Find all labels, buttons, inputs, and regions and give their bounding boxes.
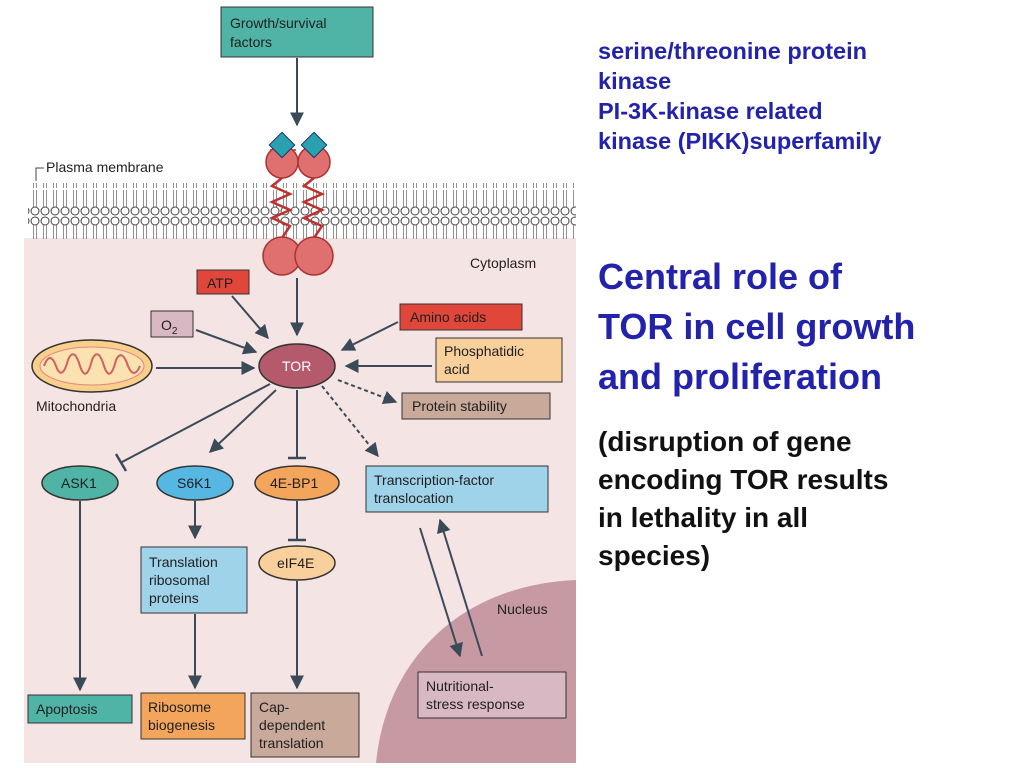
o2-box	[150, 310, 194, 338]
s6k1-node	[156, 465, 234, 501]
arrow-tor-to-protein-stability	[337, 379, 398, 405]
plasma-membrane-label: Plasma membrane	[46, 159, 164, 175]
ask1-node	[41, 465, 119, 501]
nutritional-stress-box	[417, 671, 567, 719]
ribosome-line1: Ribosome	[148, 699, 211, 715]
title-line-3: and proliferation	[598, 356, 883, 397]
tf-translocation-box	[365, 465, 549, 513]
translation-line3: proteins	[149, 590, 199, 606]
cap-dependent-box	[250, 692, 360, 758]
o2-label: O2	[161, 317, 178, 337]
arrow-atp-to-tor	[231, 295, 269, 340]
kinase-line-4: kinase (PIKK)superfamily	[598, 128, 882, 154]
arrow-tf-to-nucleus	[419, 527, 463, 658]
arrow-tor-to-s6k1	[208, 389, 277, 453]
inhibit-tor-to-ask1	[121, 383, 271, 463]
amino-acids-box	[399, 303, 523, 331]
atp-label: ATP	[207, 275, 233, 291]
translation-ribosomal-box	[140, 546, 248, 614]
tf-translocation-line2: translocation	[374, 490, 453, 506]
atp-box	[196, 269, 250, 295]
ask1-label: ASK1	[61, 475, 97, 491]
note-line-3: in lethality in all	[598, 502, 809, 533]
phosphatidic-line1: Phosphatidic	[444, 343, 524, 359]
nutritional-line2: stress response	[426, 696, 525, 712]
mitochondria-icon	[31, 339, 153, 393]
nucleus-label: Nucleus	[497, 601, 548, 617]
tor-label: TOR	[282, 358, 311, 374]
arrow-tor-to-tf	[321, 385, 379, 458]
membrane-bracket	[35, 167, 44, 181]
arrow-nucleus-to-tf	[437, 518, 483, 657]
phosphatidic-line2: acid	[444, 361, 470, 377]
tor-node	[258, 343, 336, 389]
growth-factors-line2: factors	[230, 34, 272, 50]
4ebp1-node	[254, 465, 340, 501]
mitochondria-label: Mitochondria	[36, 398, 116, 414]
arrow-o2-to-tor	[195, 329, 258, 355]
nutritional-line1: Nutritional-	[426, 678, 494, 694]
cap-line2: dependent	[259, 717, 325, 733]
tf-translocation-line1: Transcription-factor	[374, 472, 494, 488]
s6k1-label: S6K1	[177, 475, 211, 491]
ribosome-line2: biogenesis	[148, 717, 215, 733]
note-line-2: encoding TOR results	[598, 464, 889, 495]
apoptosis-box	[27, 694, 133, 724]
cytoplasm-label: Cytoplasm	[470, 255, 536, 271]
kinase-line-3: PI-3K-kinase related	[598, 98, 823, 124]
plasma-membrane	[28, 183, 576, 239]
eif4e-label: eIF4E	[277, 555, 314, 571]
apoptosis-label: Apoptosis	[36, 701, 97, 717]
kinase-line-2: kinase	[598, 68, 672, 94]
inhibit-bar-ask1	[114, 453, 128, 472]
amino-acids-label: Amino acids	[410, 309, 486, 325]
slide-title: Central role of TOR in cell growth and p…	[598, 252, 1018, 402]
phosphatidic-acid-box	[435, 337, 563, 383]
cap-line1: Cap-	[259, 699, 290, 715]
note-line-4: species)	[598, 540, 711, 571]
receptor	[262, 131, 334, 276]
4ebp1-label: 4E-BP1	[270, 475, 318, 491]
arrow-amino-to-tor	[340, 321, 399, 351]
translation-line2: ribosomal	[149, 572, 210, 588]
lethality-note: (disruption of gene encoding TOR results…	[598, 423, 1018, 575]
title-line-2: TOR in cell growth	[598, 306, 916, 347]
title-line-1: Central role of	[598, 256, 843, 297]
note-line-1: (disruption of gene	[598, 426, 852, 457]
kinase-line-1: serine/threonine protein	[598, 38, 867, 64]
translation-line1: Translation	[149, 554, 218, 570]
ribosome-biogenesis-box	[140, 692, 246, 740]
cap-line3: translation	[259, 735, 324, 751]
growth-factors-box	[220, 6, 374, 58]
protein-stability-label: Protein stability	[412, 398, 507, 414]
eif4e-node	[258, 545, 336, 581]
protein-stability-box	[401, 392, 551, 420]
growth-factors-line1: Growth/survival	[230, 15, 326, 31]
kinase-family-text: serine/threonine protein kinase PI-3K-ki…	[598, 36, 1018, 156]
